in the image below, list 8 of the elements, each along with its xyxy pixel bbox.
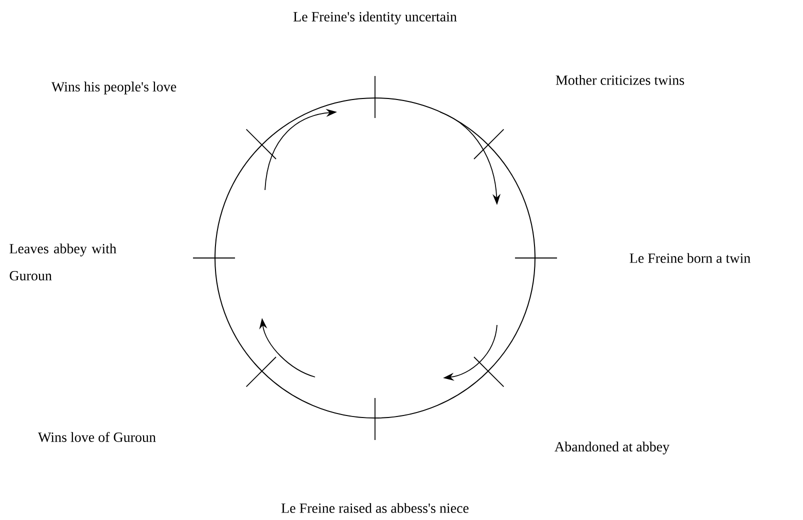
stage-label: Le Freine born a twin	[630, 253, 750, 263]
stage-label: Le Freine's identity uncertain	[293, 12, 457, 24]
stage-label: Le Freine raised as abbess's niece	[281, 503, 468, 513]
stage-label: Wins love of Guroun	[38, 432, 156, 442]
stage-label: Wins his people's love	[51, 82, 176, 94]
stage-label: Abandoned at abbey	[554, 442, 670, 454]
stage-label: Mother criticizes twins	[556, 75, 684, 85]
stage-label: Leaves abbey with Guroun	[10, 244, 116, 280]
